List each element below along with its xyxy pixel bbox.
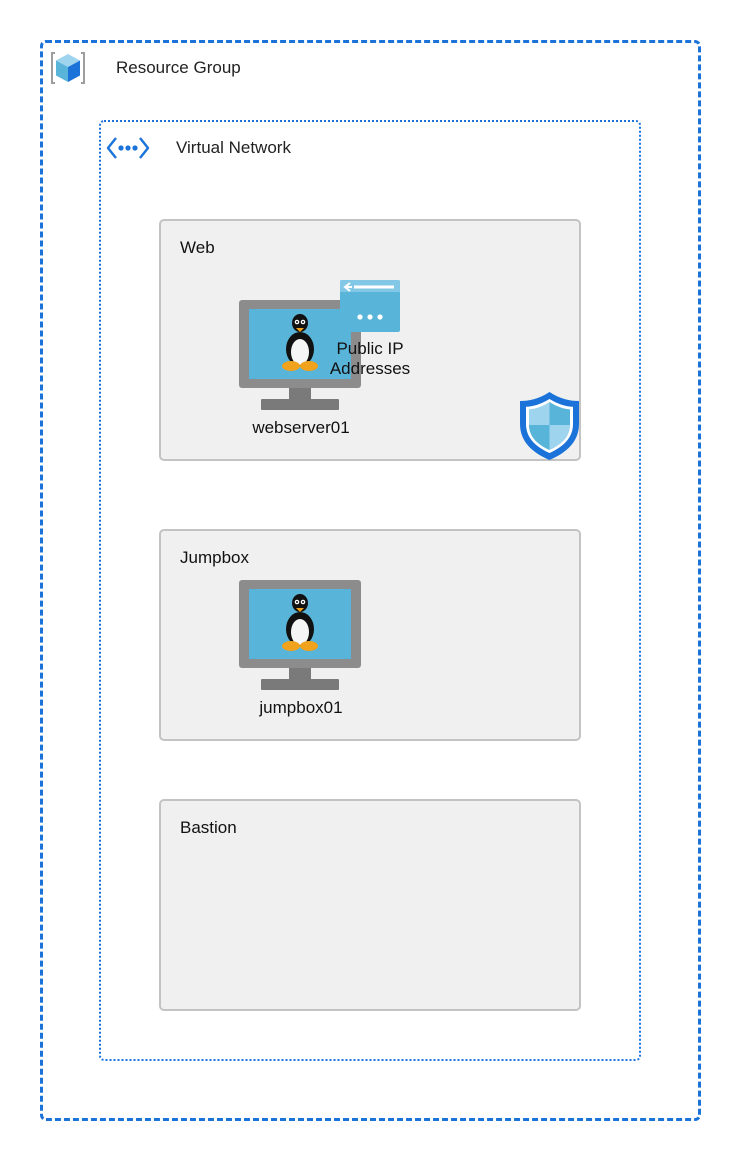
subnet-bastion: [159, 799, 581, 1011]
virtual-network-container: [99, 120, 641, 1061]
linux-vm-icon: [239, 300, 361, 410]
linux-vm-icon: [239, 580, 361, 690]
subnet-web-label: Web: [180, 238, 215, 257]
resource-group-label: Resource Group: [116, 58, 241, 77]
subnet-web: [159, 219, 581, 461]
subnet-jumpbox: [159, 529, 581, 741]
cube-icon: [51, 52, 85, 84]
public-ip-icon: [340, 280, 400, 332]
vm-name-webserver01: webserver01: [252, 418, 350, 437]
virtual-network-label: Virtual Network: [176, 138, 291, 157]
vnet-icon: [106, 137, 150, 159]
resource-group-container: [40, 40, 701, 1121]
vm-name-jumpbox01: jumpbox01: [259, 698, 343, 717]
subnet-jumpbox-label: Jumpbox: [180, 548, 249, 567]
public-ip-label: Public IP Addresses: [329, 339, 411, 378]
subnet-bastion-label: Bastion: [180, 818, 237, 837]
shield-icon: [520, 392, 579, 460]
